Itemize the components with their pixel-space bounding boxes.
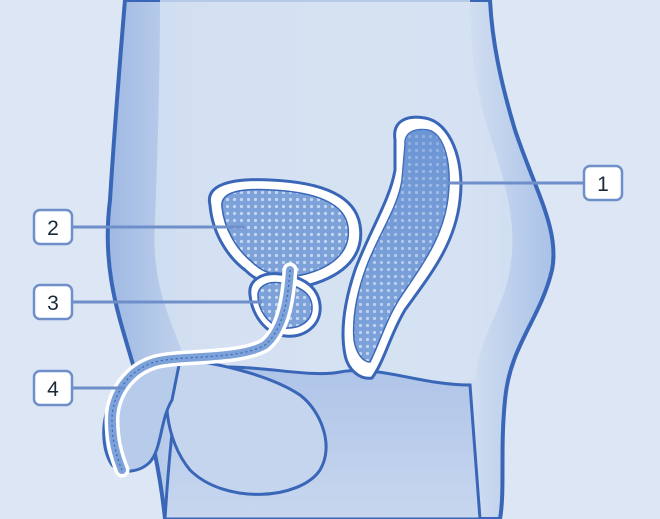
callout-2: 2 <box>34 210 72 244</box>
callout-4-label: 4 <box>47 378 59 401</box>
callout-1: 1 <box>584 166 622 200</box>
callout-2-label: 2 <box>47 217 59 240</box>
callout-1-label: 1 <box>597 173 609 196</box>
callout-4: 4 <box>34 371 72 405</box>
callout-3-label: 3 <box>47 292 59 315</box>
callout-3: 3 <box>34 285 72 319</box>
